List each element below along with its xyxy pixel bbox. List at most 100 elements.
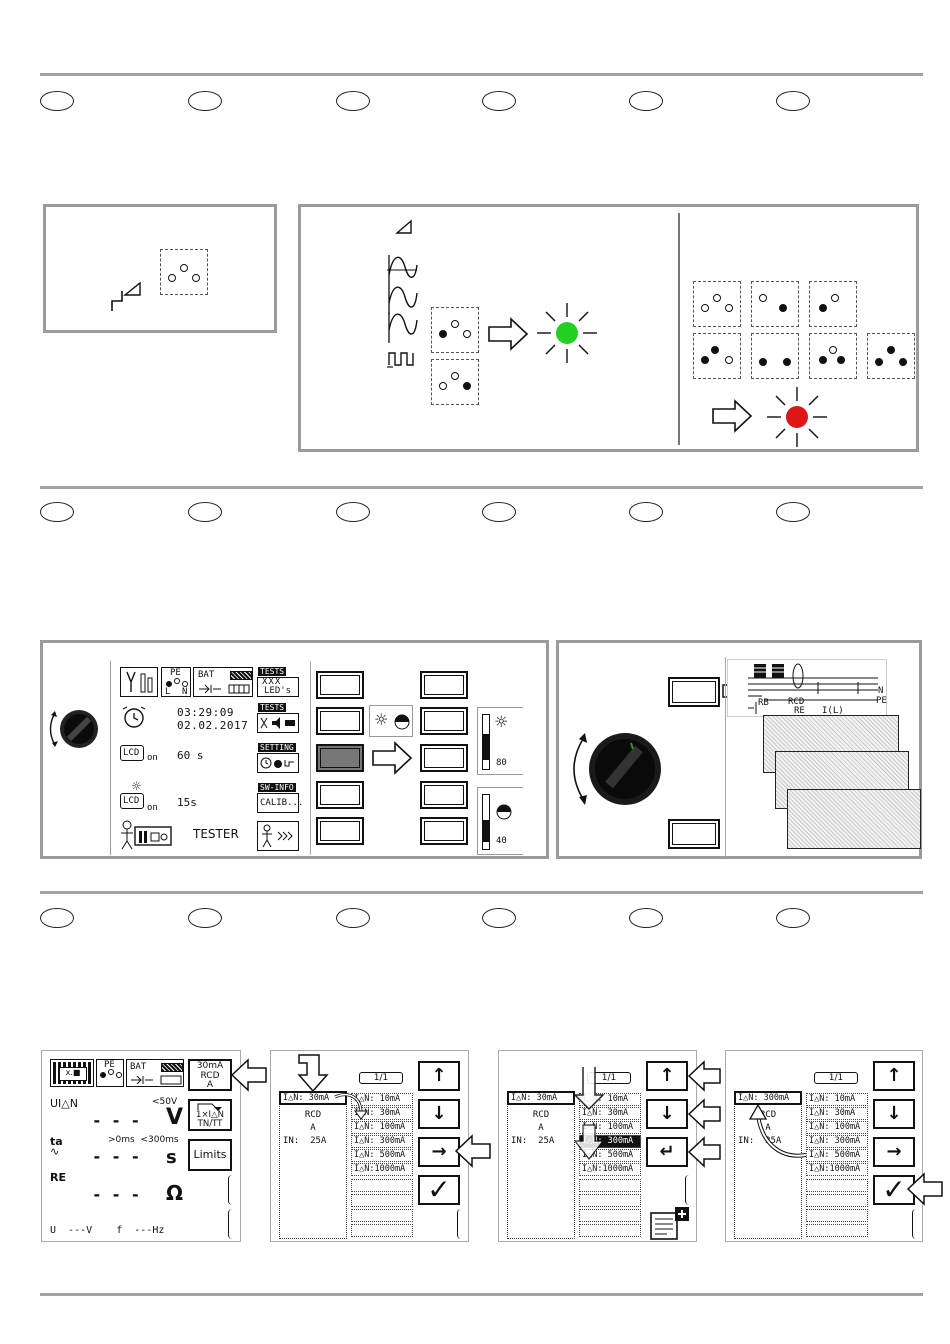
sun-icon: ☼	[131, 779, 142, 793]
page-indicator: 1/1	[587, 1072, 631, 1084]
tester-mode-button[interactable]	[257, 821, 299, 851]
battery-status[interactable]: BAT	[126, 1059, 184, 1087]
step-signal-icon	[111, 281, 141, 311]
socket-pe-icon[interactable]: PE	[96, 1059, 124, 1087]
softkey[interactable]	[420, 744, 468, 772]
brightness-slider[interactable]: ☼ 80	[477, 707, 523, 775]
scroll-down-button[interactable]: ↓	[873, 1099, 915, 1129]
selected-parameter-label: I△N: 300mA	[738, 1093, 790, 1103]
backlight-off-icon[interactable]: LCD	[120, 793, 144, 809]
tester-person-icon[interactable]	[119, 819, 175, 853]
parameter-column	[734, 1091, 802, 1239]
socket-fault-pattern	[751, 333, 799, 379]
list-item[interactable]: I△N: 300mA	[806, 1135, 868, 1148]
i-label: I(L)	[822, 706, 844, 716]
on-label: on	[147, 803, 158, 813]
buzzer-test-button[interactable]	[257, 713, 299, 733]
confirm-button[interactable]: ✓	[418, 1175, 460, 1205]
softkey[interactable]	[316, 817, 364, 845]
list-item-empty	[579, 1179, 641, 1192]
softkey[interactable]	[420, 781, 468, 809]
lcd-off-icon[interactable]: LCD	[120, 745, 144, 761]
rotary-switch-icon[interactable]	[45, 699, 103, 759]
clock-icon[interactable]	[120, 705, 148, 731]
calib-button[interactable]: CALIB...	[257, 793, 303, 813]
bat-label: BAT	[198, 670, 215, 680]
settings-button[interactable]	[257, 753, 299, 773]
scroll-up-button[interactable]: ↑	[418, 1061, 460, 1091]
socket-indicator	[160, 249, 208, 295]
socket-fault-pattern	[809, 281, 857, 327]
re-label: RE	[50, 1171, 66, 1184]
rcd-current-select-screen: I△N: 30mA RCD A IN: 25A 1/1 I△N: 10mA I△…	[270, 1050, 469, 1242]
help-softkey[interactable]	[668, 677, 720, 707]
uin-value: - - -	[92, 1111, 141, 1130]
unit-s: s	[166, 1147, 177, 1168]
rcd-label: RCD	[788, 697, 805, 707]
section-divider	[40, 486, 923, 489]
socket-fault-pattern	[693, 333, 741, 379]
selected-parameter[interactable]: I△N: 30mA	[279, 1091, 347, 1105]
softkey[interactable]	[668, 819, 720, 849]
next-button[interactable]: →	[873, 1137, 915, 1167]
list-item[interactable]: I△N: 500mA	[806, 1149, 868, 1162]
selected-parameter[interactable]: I△N: 300mA	[734, 1091, 802, 1105]
list-item[interactable]: I△N: 30mA	[351, 1107, 413, 1120]
add-record-icon[interactable]	[649, 1207, 691, 1241]
list-item[interactable]: I△N: 30mA	[806, 1107, 868, 1120]
step-marker	[336, 908, 370, 928]
tester-label: TESTER	[193, 827, 239, 841]
step-marker	[776, 502, 810, 522]
setup-screen: PE L N BAT TESTS XXX LED's 03:29:09 02.0…	[110, 661, 311, 855]
limits-button[interactable]: Limits	[188, 1139, 232, 1171]
rotary-switch-icon[interactable]	[567, 719, 667, 815]
softkey[interactable]	[420, 671, 468, 699]
softkey-selected[interactable]	[316, 744, 364, 772]
probe-icon[interactable]	[120, 667, 158, 697]
battery-status[interactable]: BAT	[193, 667, 253, 697]
brightness-contrast-icon: ☼	[369, 705, 413, 737]
softkey[interactable]	[316, 671, 364, 699]
tests-tag: TESTS	[258, 703, 287, 712]
test-mode-button[interactable]: 1×I△N TN/TT	[188, 1099, 232, 1131]
rcd-label: RCD	[532, 1110, 550, 1120]
socket-pe-icon[interactable]: PE L N	[161, 667, 191, 697]
list-item[interactable]: I△N:1000mA	[351, 1163, 413, 1176]
list-item[interactable]: I△N:1000mA	[579, 1163, 641, 1176]
softkey[interactable]	[420, 707, 468, 735]
scroll-up-button[interactable]: ↑	[873, 1061, 915, 1091]
list-item[interactable]: I△N: 100mA	[806, 1121, 868, 1134]
step-marker	[629, 502, 663, 522]
list-item[interactable]: I△N: 30mA	[579, 1107, 641, 1120]
softkey[interactable]	[420, 817, 468, 845]
list-item[interactable]: I△N: 100mA	[351, 1121, 413, 1134]
softkey[interactable]	[316, 781, 364, 809]
arrow-right-icon	[488, 317, 529, 351]
unit-v: V	[166, 1105, 184, 1130]
battery-icon	[230, 671, 252, 680]
page-label: 1/1	[601, 1073, 617, 1083]
list-item[interactable]: I△N: 10mA	[806, 1093, 868, 1106]
list-item[interactable]: I△N: 10mA	[351, 1093, 413, 1106]
rcd-type-button[interactable]: 30mA RCD A	[188, 1059, 232, 1091]
scroll-up-button[interactable]: ↑	[646, 1061, 688, 1091]
scroll-down-button[interactable]: ↓	[418, 1099, 460, 1129]
list-item[interactable]: I△N: 500mA	[351, 1149, 413, 1162]
led-test-button[interactable]: XXX LED's	[257, 677, 299, 697]
rcd-type-icons	[387, 219, 418, 368]
selected-parameter[interactable]: I△N: 30mA	[507, 1091, 575, 1105]
measurement-icon[interactable]: x.■	[50, 1059, 94, 1087]
softkey[interactable]	[316, 707, 364, 735]
selected-parameter-label: I△N: 30mA	[283, 1093, 330, 1103]
list-item[interactable]: I△N: 500mA	[579, 1149, 641, 1162]
enter-button[interactable]: ↵	[646, 1137, 688, 1167]
parameter-column	[279, 1091, 347, 1239]
calib-label: CALIB...	[260, 798, 304, 808]
list-item[interactable]: I△N:1000mA	[806, 1163, 868, 1176]
list-item[interactable]: I△N: 100mA	[579, 1121, 641, 1134]
arrow-right-icon	[712, 399, 753, 433]
contrast-slider[interactable]: 40	[477, 787, 523, 855]
list-item[interactable]: I△N: 300mA	[351, 1135, 413, 1148]
swinfo-tag: SW-INFO	[258, 783, 296, 792]
scroll-down-button[interactable]: ↓	[646, 1099, 688, 1129]
